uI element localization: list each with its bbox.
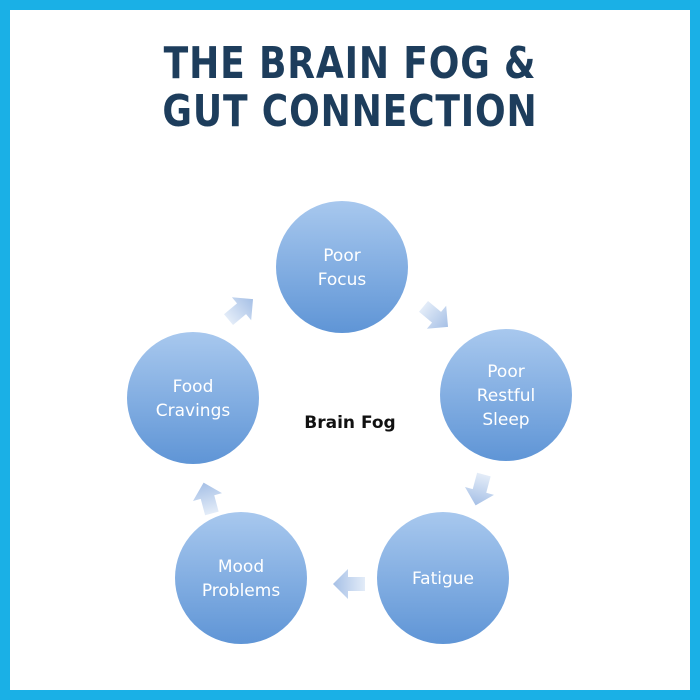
node-label-line: Mood <box>218 557 264 577</box>
arrows-layer <box>192 297 494 599</box>
node-circle <box>377 512 509 644</box>
title-line-1: THE BRAIN FOG & <box>163 38 537 89</box>
node-label-line: Food <box>173 377 214 397</box>
node-circle <box>175 512 307 644</box>
node-label-line: Sleep <box>482 410 529 430</box>
node-label-line: Fatigue <box>412 569 474 589</box>
cycle-arrow-icon <box>464 472 494 506</box>
node-label-line: Cravings <box>156 401 231 421</box>
node-label-line: Poor <box>323 246 360 266</box>
node-circle <box>276 201 408 333</box>
cycle-arrow-icon <box>333 569 365 599</box>
cycle-arrow-icon <box>192 482 222 516</box>
poster-title: THE BRAIN FOG & GUT CONNECTION <box>71 40 629 136</box>
nodes-layer: PoorFocusPoorRestfulSleepFatigueMoodProb… <box>127 201 572 644</box>
node-label-line: Poor <box>487 362 524 382</box>
node-label-line: Restful <box>477 386 536 406</box>
cycle-diagram: PoorFocusPoorRestfulSleepFatigueMoodProb… <box>127 201 572 644</box>
node-label-line: Focus <box>318 270 367 290</box>
node-circle <box>440 329 572 461</box>
center-label: Brain Fog <box>304 413 395 433</box>
node-circle <box>127 332 259 464</box>
cycle-arrow-icon <box>224 297 254 326</box>
node-label-line: Problems <box>202 581 281 601</box>
node-fatigue: Fatigue <box>377 512 509 644</box>
title-line-2: GUT CONNECTION <box>162 86 538 137</box>
cycle-arrow-icon <box>419 300 449 329</box>
